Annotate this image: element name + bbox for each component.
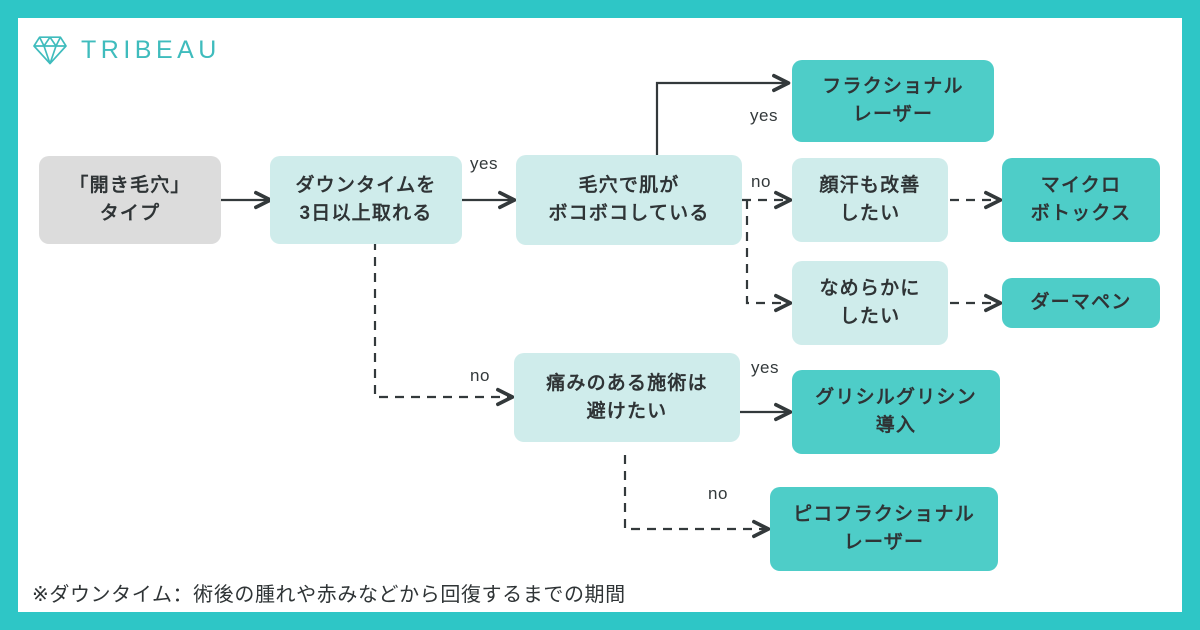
edge-label-downtime-no: no: [470, 366, 490, 385]
diamond-icon: [32, 34, 68, 66]
node-result-fractional-laser: フラクショナル レーザー: [792, 60, 994, 142]
node-start: 「開き毛穴」 タイプ: [39, 156, 221, 244]
edge-label-bumpy-no: no: [751, 172, 771, 191]
edge-label-pain-yes: yes: [751, 358, 779, 377]
edge-label-pain-no: no: [708, 484, 728, 503]
node-question-bumpy: 毛穴で肌が ボコボコしている: [516, 155, 742, 245]
node-question-sweat: 顔汗も改善 したい: [792, 158, 948, 242]
content-frame: TRIBEAU: [18, 18, 1182, 612]
edge-label-bumpy-yes: yes: [750, 106, 778, 125]
edge-bumpy-to-smooth: [745, 200, 790, 303]
node-question-downtime: ダウンタイムを 3日以上取れる: [270, 156, 462, 244]
brand-logo: TRIBEAU: [32, 34, 221, 66]
edge-label-downtime-yes: yes: [470, 154, 498, 173]
edge-pain-no: [623, 455, 768, 529]
brand-name: TRIBEAU: [81, 35, 221, 64]
node-question-pain: 痛みのある施術は 避けたい: [514, 353, 740, 442]
footnote-downtime-definition: ※ダウンタイム：術後の腫れや赤みなどから回復するまでの期間: [32, 584, 626, 606]
node-result-glycyl-glycine: グリシルグリシン 導入: [792, 370, 1000, 454]
edge-downtime-no: [373, 241, 512, 397]
node-result-dermapen: ダーマペン: [1002, 278, 1160, 328]
node-result-pico-fractional-laser: ピコフラクショナル レーザー: [770, 487, 998, 571]
node-result-micro-botox: マイクロ ボトックス: [1002, 158, 1160, 242]
node-question-smooth: なめらかに したい: [792, 261, 948, 345]
